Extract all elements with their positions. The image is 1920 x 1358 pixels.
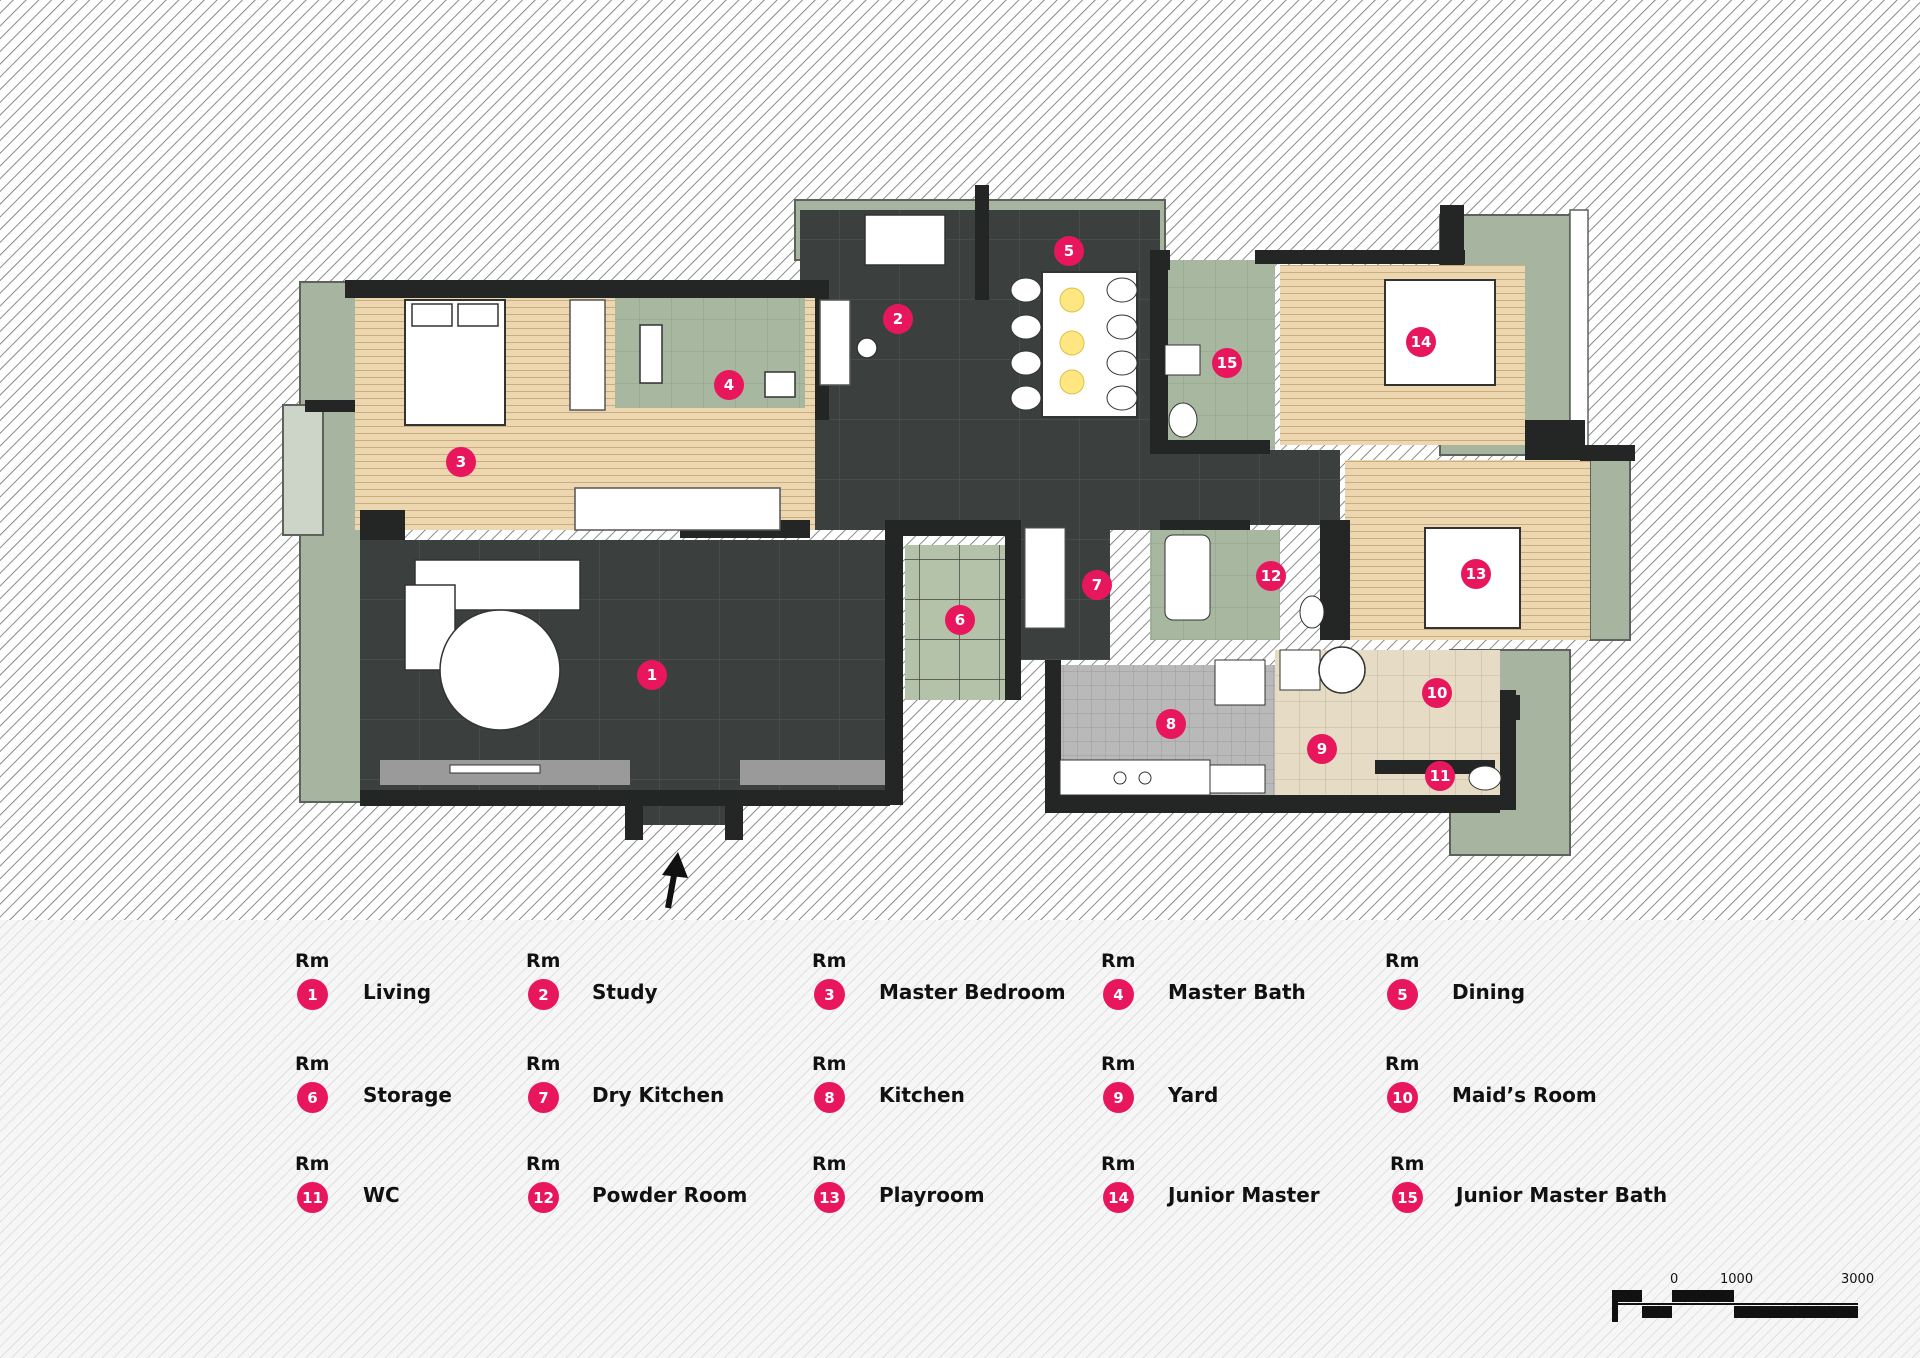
legend-item-junior-master: Rm 14 Junior Master bbox=[1101, 1153, 1391, 1223]
svg-text:11: 11 bbox=[1430, 767, 1451, 785]
svg-text:6: 6 bbox=[955, 611, 965, 629]
legend-item-storage: Rm 6 Storage bbox=[295, 1053, 585, 1123]
legend-room-name: Study bbox=[592, 980, 658, 1004]
legend-badge: 4 bbox=[1103, 979, 1134, 1010]
room-marker-14: 14 bbox=[1406, 327, 1436, 357]
legend-room-name: Powder Room bbox=[592, 1183, 748, 1207]
legend-rm-label: Rm bbox=[526, 1153, 561, 1175]
room-marker-8: 8 bbox=[1156, 709, 1186, 739]
legend-item-dry-kitchen: Rm 7 Dry Kitchen bbox=[526, 1053, 816, 1123]
scale-label-1000: 1000 bbox=[1720, 1272, 1754, 1287]
legend-room-name: WC bbox=[363, 1183, 400, 1207]
legend-room-name: Storage bbox=[363, 1083, 452, 1107]
svg-text:15: 15 bbox=[1217, 354, 1238, 372]
room-marker-12: 12 bbox=[1256, 561, 1286, 591]
legend-rm-label: Rm bbox=[526, 1053, 561, 1075]
legend-badge: 12 bbox=[528, 1182, 559, 1213]
room-marker-3: 3 bbox=[446, 447, 476, 477]
entrance-arrow-icon bbox=[662, 852, 688, 909]
room-marker-9: 9 bbox=[1307, 734, 1337, 764]
legend-rm-label: Rm bbox=[295, 1153, 330, 1175]
room-marker-1: 1 bbox=[637, 660, 667, 690]
legend-item-master-bedroom: Rm 3 Master Bedroom bbox=[812, 950, 1102, 1020]
legend-rm-label: Rm bbox=[1385, 1053, 1420, 1075]
legend-badge: 2 bbox=[528, 979, 559, 1010]
legend-item-kitchen: Rm 8 Kitchen bbox=[812, 1053, 1102, 1123]
legend-rm-label: Rm bbox=[812, 950, 847, 972]
furniture bbox=[380, 214, 1521, 796]
legend-room-name: Junior Master bbox=[1168, 1183, 1320, 1207]
room-marker-2: 2 bbox=[883, 304, 913, 334]
room-marker-7: 7 bbox=[1082, 570, 1112, 600]
legend-rm-label: Rm bbox=[526, 950, 561, 972]
legend-rm-label: Rm bbox=[295, 950, 330, 972]
legend-rm-label: Rm bbox=[812, 1153, 847, 1175]
legend-item-master-bath: Rm 4 Master Bath bbox=[1101, 950, 1391, 1020]
legend-item-yard: Rm 9 Yard bbox=[1101, 1053, 1391, 1123]
svg-text:1: 1 bbox=[647, 666, 657, 684]
legend-item-junior-master-bath: Rm 15 Junior Master Bath bbox=[1390, 1153, 1680, 1223]
legend-rm-label: Rm bbox=[812, 1053, 847, 1075]
legend-badge: 6 bbox=[297, 1082, 328, 1113]
room-marker-10: 10 bbox=[1422, 678, 1452, 708]
legend-item-living: Rm 1 Living bbox=[295, 950, 585, 1020]
legend-badge: 14 bbox=[1103, 1182, 1134, 1213]
legend-room-name: Master Bedroom bbox=[879, 980, 1066, 1004]
legend-room-name: Dining bbox=[1452, 980, 1526, 1004]
legend-room-name: Junior Master Bath bbox=[1456, 1183, 1668, 1207]
legend-rm-label: Rm bbox=[1390, 1153, 1425, 1175]
room-marker-11: 11 bbox=[1425, 761, 1455, 791]
legend-room-name: Yard bbox=[1168, 1083, 1219, 1107]
legend-badge: 15 bbox=[1392, 1182, 1423, 1213]
scale-bar bbox=[1612, 1290, 1858, 1322]
legend-badge: 13 bbox=[814, 1182, 845, 1213]
legend-room-name: Living bbox=[363, 980, 432, 1004]
legend-badge: 3 bbox=[814, 979, 845, 1010]
legend-item-maids-room: Rm 10 Maid’s Room bbox=[1385, 1053, 1675, 1123]
legend-item-playroom: Rm 13 Playroom bbox=[812, 1153, 1102, 1223]
legend-badge: 7 bbox=[528, 1082, 559, 1113]
legend-rm-label: Rm bbox=[1385, 950, 1420, 972]
legend-room-name: Playroom bbox=[879, 1183, 985, 1207]
scale-label-3000: 3000 bbox=[1841, 1272, 1875, 1287]
legend-rm-label: Rm bbox=[1101, 1053, 1136, 1075]
legend-rm-label: Rm bbox=[295, 1053, 330, 1075]
legend-badge: 8 bbox=[814, 1082, 845, 1113]
legend-badge: 11 bbox=[297, 1182, 328, 1213]
svg-text:4: 4 bbox=[724, 376, 734, 394]
legend-item-wc: Rm 11 WC bbox=[295, 1153, 585, 1223]
legend-badge: 9 bbox=[1103, 1082, 1134, 1113]
svg-text:8: 8 bbox=[1166, 715, 1176, 733]
legend-room-name: Dry Kitchen bbox=[592, 1083, 725, 1107]
legend-item-dining: Rm 5 Dining bbox=[1385, 950, 1675, 1020]
svg-text:12: 12 bbox=[1261, 567, 1282, 585]
legend-room-name: Maid’s Room bbox=[1452, 1083, 1597, 1107]
legend-rm-label: Rm bbox=[1101, 1153, 1136, 1175]
room-marker-6: 6 bbox=[945, 605, 975, 635]
svg-text:13: 13 bbox=[1466, 565, 1487, 583]
room-marker-13: 13 bbox=[1461, 559, 1491, 589]
scale-label-0: 0 bbox=[1670, 1272, 1679, 1287]
room-markers: 1 2 3 4 5 6 7 8 9 10 11 12 13 14 15 bbox=[446, 236, 1491, 791]
svg-text:10: 10 bbox=[1427, 684, 1448, 702]
legend-rm-label: Rm bbox=[1101, 950, 1136, 972]
svg-text:3: 3 bbox=[456, 453, 466, 471]
svg-text:2: 2 bbox=[893, 310, 903, 328]
svg-text:5: 5 bbox=[1064, 242, 1074, 260]
legend-item-study: Rm 2 Study bbox=[526, 950, 816, 1020]
svg-text:7: 7 bbox=[1092, 576, 1102, 594]
svg-text:14: 14 bbox=[1411, 333, 1432, 351]
legend-badge: 5 bbox=[1387, 979, 1418, 1010]
legend-item-powder-room: Rm 12 Powder Room bbox=[526, 1153, 816, 1223]
room-marker-4: 4 bbox=[714, 370, 744, 400]
room-marker-15: 15 bbox=[1212, 348, 1242, 378]
legend-room-name: Kitchen bbox=[879, 1083, 965, 1107]
svg-text:9: 9 bbox=[1317, 740, 1327, 758]
legend-badge: 10 bbox=[1387, 1082, 1418, 1113]
legend-room-name: Master Bath bbox=[1168, 980, 1306, 1004]
legend-badge: 1 bbox=[297, 979, 328, 1010]
room-marker-5: 5 bbox=[1054, 236, 1084, 266]
